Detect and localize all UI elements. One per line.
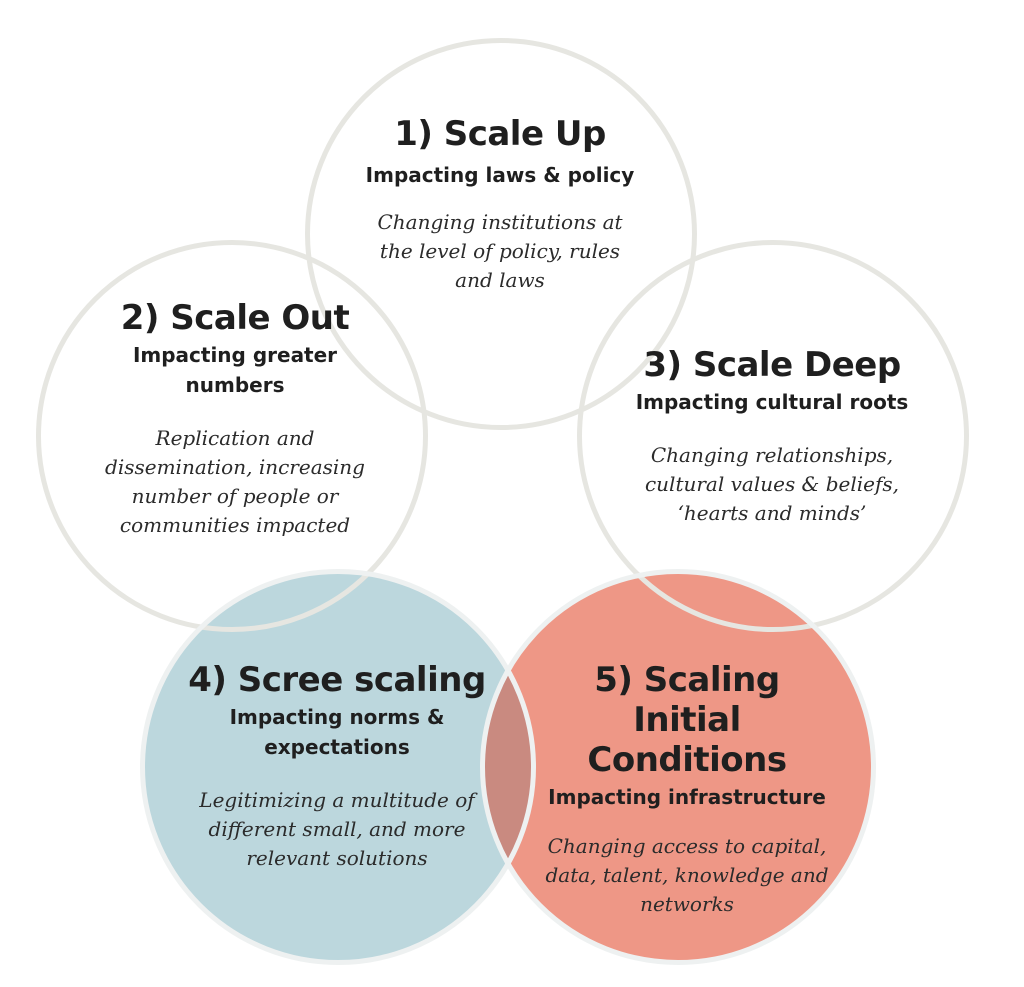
circle-4-label: 4) Scree scaling Impacting norms & expec… [172,660,502,873]
circle-5-label: 5) Scaling Initial Conditions Impacting … [522,660,852,919]
circle-4-subtitle: Impacting norms & expectations [229,705,445,759]
circle-1-subtitle: Impacting laws & policy [365,163,635,187]
circle-3-description: Changing relationships, cultural values … [644,443,900,525]
circle-4-description: Legitimizing a multitude of different sm… [199,788,475,870]
circle-1-title: 1) Scale Up [394,114,606,154]
circle-5-title: 5) Scaling Initial Conditions [587,660,787,780]
circle-2-title: 2) Scale Out [120,298,350,338]
circle-2-label: 2) Scale Out Impacting greater numbers R… [80,298,390,540]
circle-2-subtitle: Impacting greater numbers [132,343,338,397]
circle-1-outline [305,38,697,430]
circle-1-label: 1) Scale Up Impacting laws & policy Chan… [330,114,670,295]
circle-4-title: 4) Scree scaling [188,660,486,700]
circle-3-title: 3) Scale Deep [643,345,901,385]
circle-5-subtitle: Impacting infrastructure [548,785,826,809]
circle-1-description: Changing institutions at the level of po… [377,210,623,292]
circle-3-label: 3) Scale Deep Impacting cultural roots C… [612,345,932,528]
circle-3-subtitle: Impacting cultural roots [635,390,909,414]
circle-5-description: Changing access to capital, data, talent… [545,834,829,916]
circle-2-description: Replication and dissemination, increasin… [105,426,365,537]
circle-5-outline [480,569,876,965]
